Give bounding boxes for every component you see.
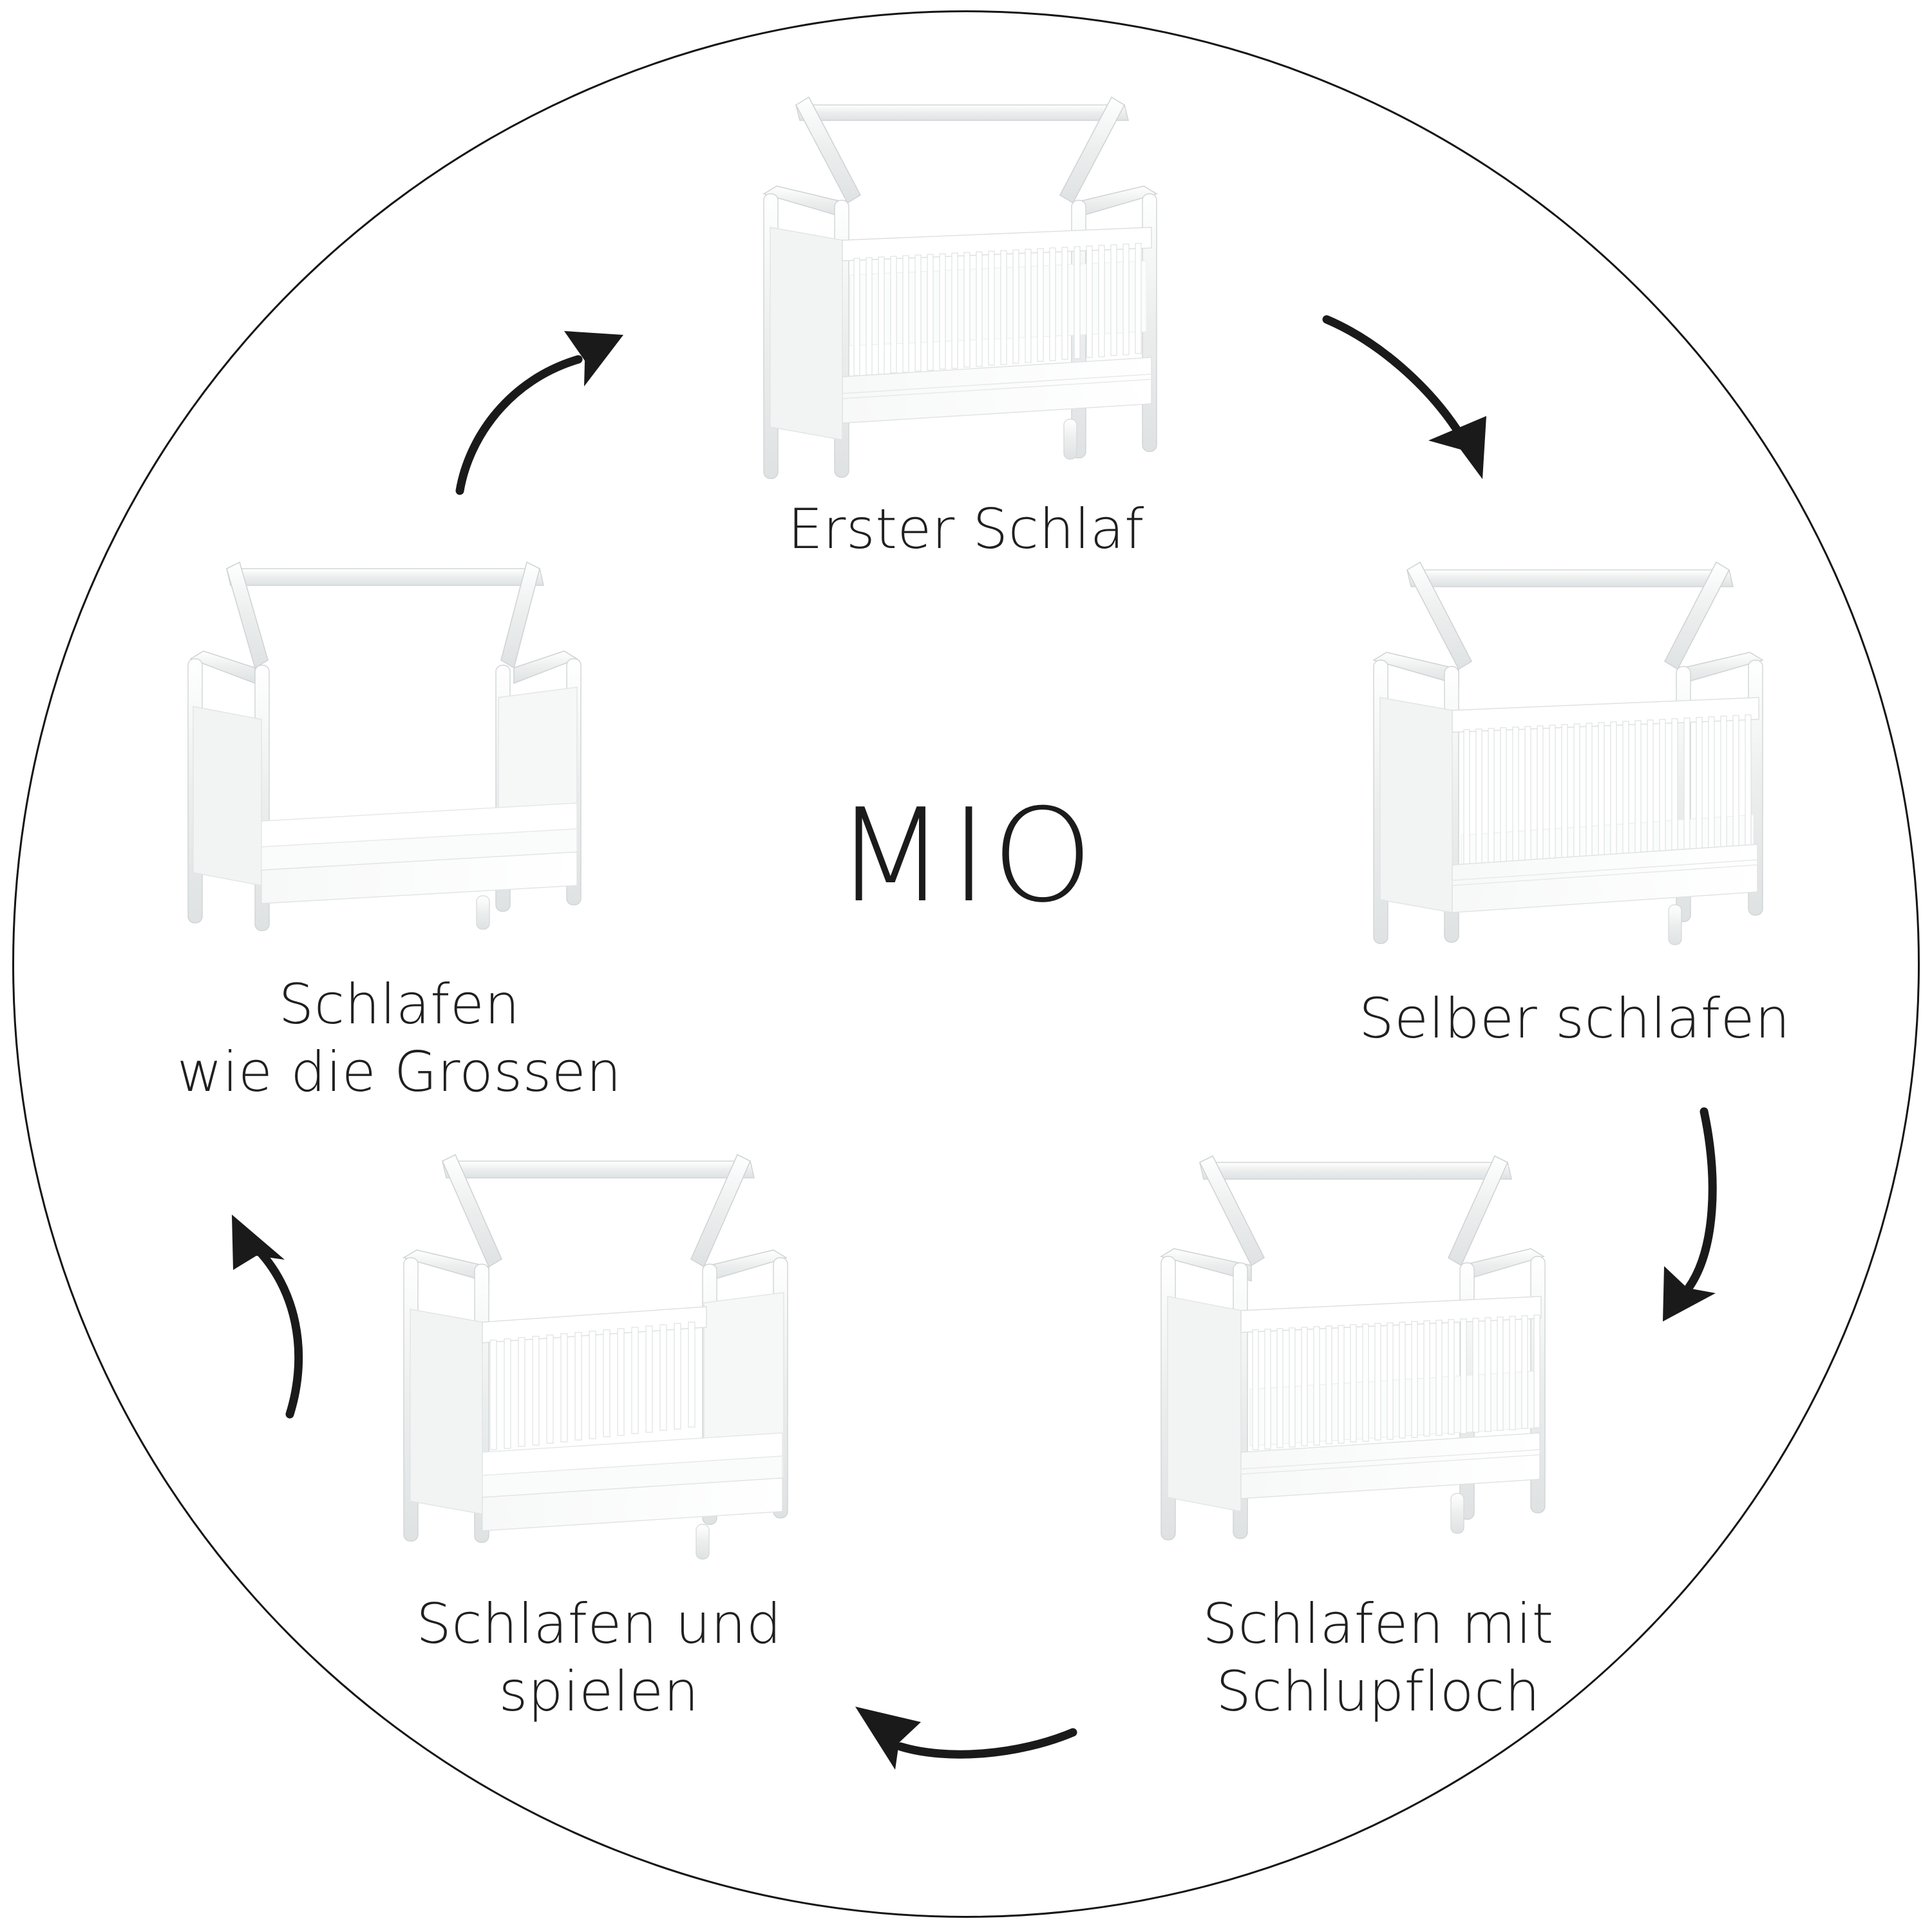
crib-image-schlafen-wie-die-grossen (155, 538, 605, 937)
caption-schlafen-und-spielen: Schlafen und spielen (416, 1592, 782, 1724)
brand-wordmark: MIO (835, 781, 1097, 931)
caption-erster-schlaf: Erster Schlaf (788, 497, 1144, 562)
caption-schlafen-wie-die-grossen: Schlafen wie die Grossen (176, 972, 622, 1104)
crib-image-erster-schlaf (734, 74, 1185, 486)
crib-image-schlafen-und-spielen (364, 1150, 815, 1568)
caption-selber-schlafen: Selber schlafen (1359, 987, 1790, 1051)
crib-image-selber-schlafen (1343, 544, 1794, 956)
cycle-circle (12, 10, 1920, 1918)
crib-image-schlafen-mit-schlupfloch (1150, 1150, 1600, 1568)
caption-schlafen-mit-schlupfloch: Schlafen mit Schlupfloch (1202, 1592, 1554, 1724)
